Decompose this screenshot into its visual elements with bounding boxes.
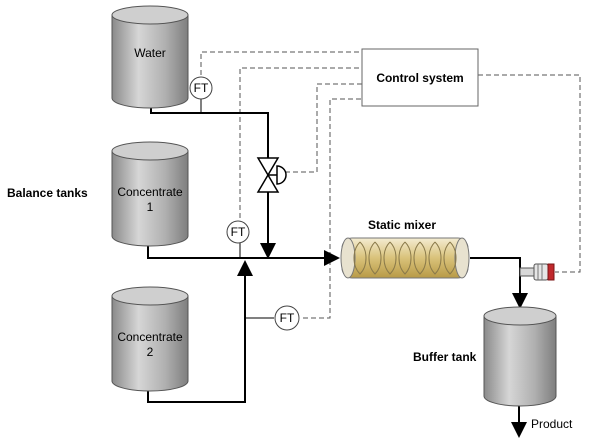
buffer-tank-label: Buffer tank bbox=[413, 350, 477, 364]
buffer-tank bbox=[483, 306, 557, 407]
water-tank bbox=[111, 5, 189, 109]
control-system-label: Control system bbox=[376, 71, 463, 85]
pipe-concentrate2-to-main bbox=[147, 260, 253, 403]
signal-ft-top-to-control bbox=[200, 51, 362, 75]
pipe-mixer-to-buffer bbox=[470, 257, 528, 309]
pipe-water-to-valve bbox=[150, 108, 269, 160]
concentrate-1-label-line2: 1 bbox=[147, 200, 154, 214]
control-valve-icon bbox=[256, 157, 287, 193]
signal-sensor-to-control bbox=[478, 74, 581, 273]
concentrate-1-label-line1: Concentrate bbox=[117, 185, 183, 199]
static-mixer-icon bbox=[340, 237, 470, 279]
flow-transmitter-bottom bbox=[245, 305, 300, 331]
product-label: Product bbox=[531, 417, 573, 431]
concentrate-2-label-line2: 2 bbox=[147, 345, 154, 359]
ft-top-label: FT bbox=[194, 81, 209, 95]
signal-valve-to-control bbox=[285, 83, 362, 173]
ft-mid-label: FT bbox=[231, 225, 246, 239]
control-system-box bbox=[361, 48, 479, 107]
flow-transmitter-mid bbox=[226, 220, 250, 258]
balance-tanks-label: Balance tanks bbox=[7, 186, 88, 200]
inline-sensor-icon bbox=[519, 263, 555, 281]
concentrate-2-tank bbox=[111, 286, 189, 392]
process-pipes bbox=[147, 108, 528, 438]
pipe-concentrate1-to-mixer bbox=[147, 245, 340, 266]
concentrate-1-tank bbox=[111, 141, 189, 247]
signal-ft-bottom-to-control bbox=[303, 98, 362, 319]
flow-transmitter-top bbox=[189, 76, 213, 113]
ft-bottom-label: FT bbox=[280, 311, 295, 325]
water-label: Water bbox=[134, 46, 166, 60]
concentrate-2-label-line1: Concentrate bbox=[117, 330, 183, 344]
signal-lines bbox=[200, 51, 581, 319]
static-mixer-label: Static mixer bbox=[368, 218, 436, 232]
signal-ft-mid-to-control bbox=[239, 67, 362, 218]
